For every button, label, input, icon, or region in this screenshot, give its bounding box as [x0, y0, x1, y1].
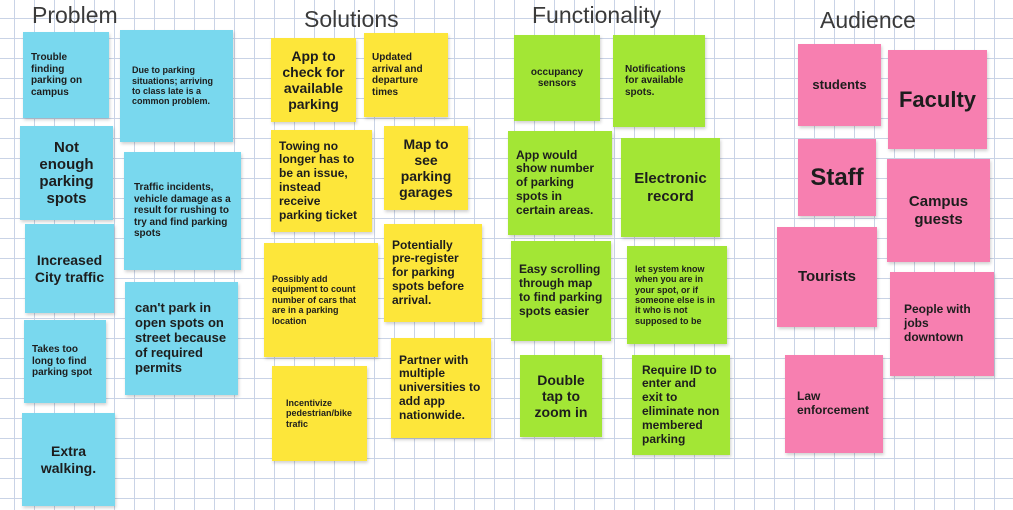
sticky-note[interactable]: Trouble finding parking on campus — [23, 32, 109, 118]
note-text: Law enforcement — [797, 389, 870, 417]
sticky-note[interactable]: Potentially pre-register for parking spo… — [384, 224, 482, 322]
note-text: Campus guests — [908, 193, 969, 228]
note-text: Takes too long to find parking spot — [32, 344, 93, 379]
sticky-note[interactable]: Notifications for available spots. — [613, 35, 705, 127]
note-text: Possibly add equipment to count number o… — [272, 274, 357, 326]
note-text: Faculty — [898, 86, 977, 112]
sticky-note[interactable]: let system know when you are in your spo… — [627, 246, 727, 344]
sticky-note[interactable]: Require ID to enter and exit to eliminat… — [632, 355, 730, 455]
functionality-heading: Functionality — [532, 2, 662, 28]
sticky-note[interactable]: Easy scrolling through map to find parki… — [511, 241, 611, 341]
note-text: Notifications for available spots. — [625, 63, 686, 98]
problem-heading: Problem — [32, 2, 118, 28]
sticky-note[interactable]: Faculty — [888, 50, 987, 149]
note-text: Potentially pre-register for parking spo… — [392, 237, 465, 307]
sticky-note[interactable]: Electronic record — [621, 138, 720, 237]
sticky-note[interactable]: Map to see parking garages — [384, 126, 468, 210]
sticky-note[interactable]: App would show number of parking spots i… — [508, 131, 612, 235]
sticky-note[interactable]: Partner with multiple universities to ad… — [391, 338, 491, 438]
sticky-note[interactable]: Possibly add equipment to count number o… — [264, 243, 378, 357]
sticky-note[interactable]: Takes too long to find parking spot — [24, 320, 106, 403]
sticky-note[interactable]: Tourists — [777, 227, 877, 327]
note-text: Towing no longer has to be an issue, ins… — [279, 138, 358, 222]
sticky-note[interactable]: Towing no longer has to be an issue, ins… — [271, 130, 372, 232]
note-text: Not enough parking spots — [39, 138, 94, 208]
note-text: Traffic incidents, vehicle damage as a r… — [134, 182, 231, 240]
sticky-note[interactable]: People with jobs downtown — [890, 272, 994, 376]
note-text: Partner with multiple universities to ad… — [399, 352, 481, 422]
sticky-note[interactable]: Updated arrival and departure times — [364, 33, 448, 117]
note-text: let system know when you are in your spo… — [635, 263, 716, 326]
note-text: Due to parking situations; arriving to c… — [132, 65, 214, 107]
sticky-note[interactable]: can't park in open spots on street becau… — [125, 282, 238, 395]
note-text: Updated arrival and departure times — [372, 52, 423, 98]
sticky-note[interactable]: Double tap to zoom in — [520, 355, 602, 437]
audience-heading: Audience — [820, 7, 916, 33]
sticky-note[interactable]: Not enough parking spots — [20, 126, 113, 220]
sticky-note[interactable]: Increased City traffic — [25, 224, 114, 313]
sticky-note[interactable]: Campus guests — [887, 159, 990, 262]
sticky-note[interactable]: Traffic incidents, vehicle damage as a r… — [124, 152, 241, 270]
sticky-note[interactable]: Extra walking. — [22, 413, 115, 506]
note-text: Electronic record — [634, 170, 707, 205]
note-text: Tourists — [797, 268, 857, 286]
note-text: Require ID to enter and exit to eliminat… — [642, 362, 720, 446]
note-text: Double tap to zoom in — [534, 371, 588, 421]
sticky-note[interactable]: Incentivize pedestrian/bike trafic — [272, 366, 367, 461]
note-text: People with jobs downtown — [904, 302, 971, 344]
note-text: Incentivize pedestrian/bike trafic — [286, 397, 353, 429]
sticky-note[interactable]: Staff — [798, 139, 876, 216]
sticky-note[interactable]: occupancy sensors — [514, 35, 600, 121]
note-text: App would show number of parking spots i… — [516, 147, 595, 217]
note-text: can't park in open spots on street becau… — [135, 300, 227, 375]
note-text: Increased City traffic — [34, 252, 105, 285]
note-text: students — [812, 76, 867, 92]
sticky-note[interactable]: students — [798, 44, 881, 126]
solutions-heading: Solutions — [304, 6, 399, 32]
note-text: Easy scrolling through map to find parki… — [519, 262, 603, 318]
note-text: App to check for available parking — [282, 47, 345, 113]
note-text: Trouble finding parking on campus — [31, 52, 83, 98]
sticky-note[interactable]: Law enforcement — [785, 355, 883, 453]
note-text: Extra walking. — [40, 443, 97, 476]
sticky-note[interactable]: App to check for available parking — [271, 38, 356, 122]
note-text: Staff — [810, 163, 864, 191]
sticky-note[interactable]: Due to parking situations; arriving to c… — [120, 30, 233, 142]
note-text: Map to see parking garages — [399, 135, 453, 201]
note-text: occupancy sensors — [530, 66, 584, 90]
